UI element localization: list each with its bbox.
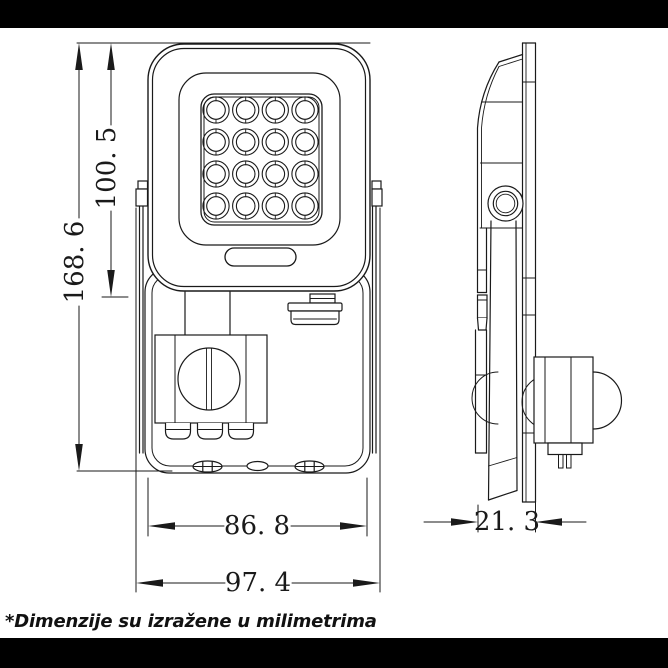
led-chip [202,192,230,220]
led-chip [202,160,230,188]
led-chip [291,128,319,156]
sensor-bracket-side [471,329,499,454]
dimension-label-depth: 21. 3 [473,507,541,537]
led-chip [261,160,289,188]
led-chip [232,96,260,124]
bracket-leg-side [487,220,518,501]
cable-gland-side [476,294,488,331]
mounting-slot-left [192,460,223,473]
dimension-lines [75,42,587,593]
led-chip [291,96,319,124]
mounting-slot-center [246,460,269,472]
bracket-knob-right [371,180,383,207]
footnote-units-note: *Dimenzije su izražene u milimetrima [5,611,377,632]
side-view [471,42,623,503]
dimension-label-overall-width: 97. 4 [224,568,292,598]
floodlight-head-side [476,53,524,294]
led-chip [261,128,289,156]
pir-lens [177,347,241,411]
front-view [135,43,383,474]
lens-frame [178,72,341,246]
top-black-bar [0,0,668,28]
pir-sensor-side [521,356,623,469]
dimension-label-base-width: 86. 8 [223,511,291,541]
bracket-arm-right [371,205,377,454]
dimension-label-overall-height: 168. 6 [60,220,90,304]
led-chip [261,96,289,124]
led-chip [232,128,260,156]
led-chip [261,192,289,220]
indicator-window [224,247,297,267]
led-chip [202,96,230,124]
mounting-slot-right [294,460,325,473]
bracket-arm-left [138,205,144,454]
led-chip [232,192,260,220]
led-chip [232,160,260,188]
pir-dome [592,371,623,430]
led-chip [291,192,319,220]
pir-sensor-front [154,291,268,440]
led-chip [291,160,319,188]
bottom-black-bar [0,638,668,668]
bracket-knob-left [135,180,149,207]
led-chip [202,128,230,156]
dimension-label-head-height: 100. 5 [92,126,122,210]
hinge-knob [487,185,524,222]
floodlight-head-front [147,43,371,292]
cable-entry-bumps [164,422,255,440]
led-panel [200,93,323,226]
led-array [202,96,319,220]
cable-gland-front [287,293,343,326]
